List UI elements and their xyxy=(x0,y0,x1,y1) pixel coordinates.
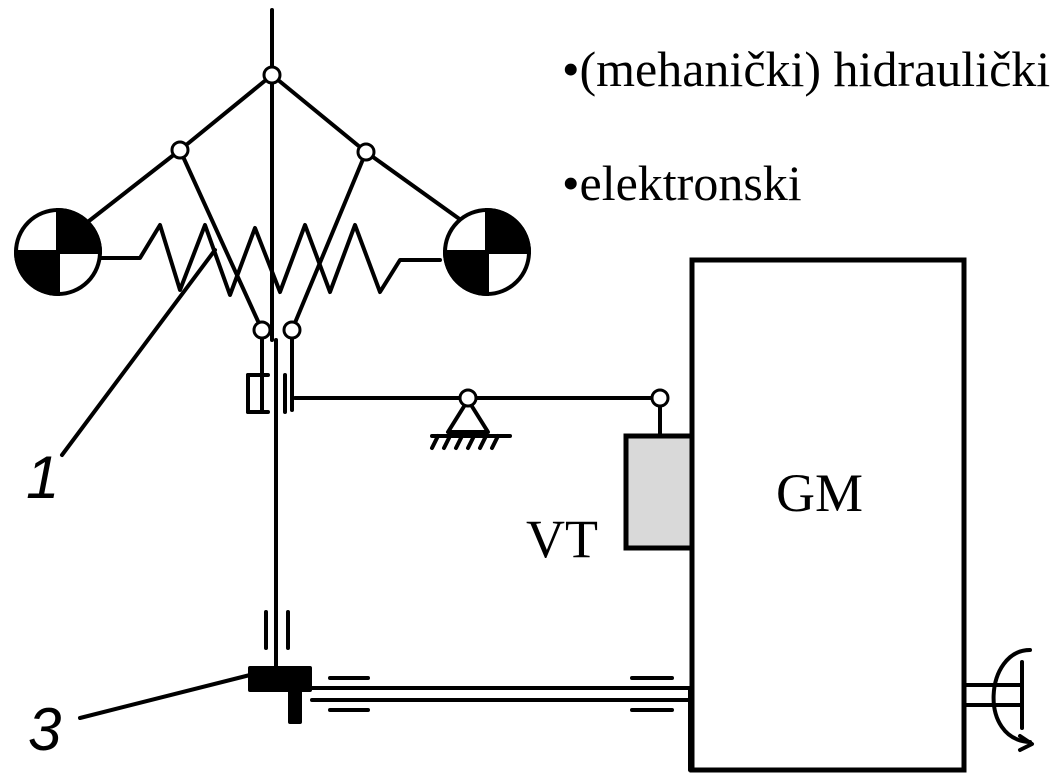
vt-box xyxy=(623,433,695,551)
arm-left-upper xyxy=(178,73,274,152)
pivot-right xyxy=(356,142,376,162)
part-label-1: 1 xyxy=(26,444,60,511)
link-left-lower xyxy=(178,148,264,332)
bullet-mechanical-hydraulic: •(mehanički) hidraulički xyxy=(562,41,1051,97)
gm-box xyxy=(689,257,967,773)
bullet-electronic: •elektronski xyxy=(562,155,802,211)
leader-1 xyxy=(60,248,217,457)
vt-label: VT xyxy=(526,509,598,569)
part-label-3: 3 xyxy=(28,696,62,763)
fulcrum xyxy=(446,398,490,434)
pivot-fulcrum xyxy=(458,388,478,408)
pivot-lever-end xyxy=(650,388,670,408)
flyweight-right xyxy=(442,207,532,297)
pivot-sleeve-right xyxy=(282,320,302,340)
gm-label: GM xyxy=(776,463,864,523)
leader-3 xyxy=(78,673,252,720)
arm-right-ball xyxy=(364,150,474,230)
spring xyxy=(98,223,442,297)
arm-right-upper xyxy=(270,73,368,154)
bevel-gear xyxy=(248,666,312,724)
pivot-sleeve-left xyxy=(252,320,272,340)
arm-left-ball xyxy=(78,148,182,230)
rotation-arrow xyxy=(991,648,1032,744)
link-right-lower xyxy=(290,150,368,332)
flyweight-left xyxy=(13,207,103,297)
pivot-top xyxy=(262,65,282,85)
pivot-left xyxy=(170,140,190,160)
